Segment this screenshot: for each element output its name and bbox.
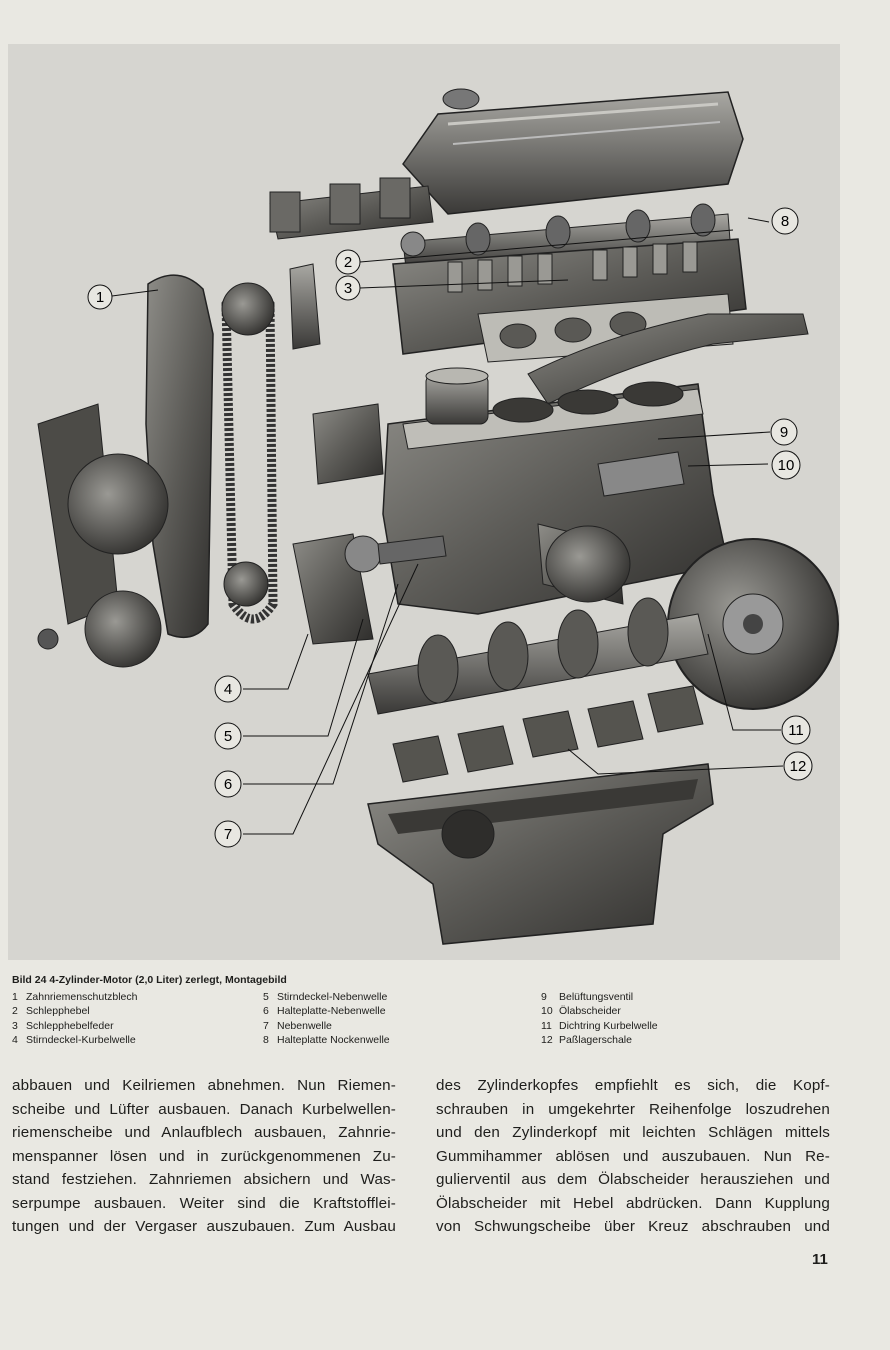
text-line: schrauben in umgekehrter Reihenfolge los… — [436, 1100, 830, 1118]
text-line: und den Zylinderkopf mit leichten Schläg… — [436, 1124, 830, 1141]
body-text-right-column: des Zylinderkopfes empfiehlt es sich, di… — [436, 1074, 830, 1239]
callout-8: 8 — [771, 207, 799, 235]
text-line: Ölabscheider mit Hebel abdrücken. Dann K… — [436, 1194, 830, 1212]
text-line: menspanner lösen und in zurückgenommenen… — [12, 1147, 396, 1165]
svg-text:1: 1 — [96, 289, 104, 306]
camshaft — [400, 203, 731, 269]
figure-label: Bild 24 — [12, 974, 47, 986]
text-line: tungen und der Vergaser auszubauen. Zum … — [12, 1218, 396, 1235]
svg-text:10: 10 — [778, 457, 795, 474]
callout-12: 12 — [783, 751, 813, 781]
cylinder-block — [382, 367, 729, 615]
callout-9: 9 — [770, 418, 798, 446]
callout-6: 6 — [214, 770, 242, 798]
callout-4: 4 — [214, 675, 242, 703]
callout-5: 5 — [214, 722, 242, 750]
valve-cover — [402, 88, 744, 215]
callout-11: 11 — [781, 715, 811, 745]
figure-caption: Bild 24 4-Zylinder-Motor (2,0 Liter) zer… — [12, 973, 832, 987]
intake-manifold — [477, 293, 809, 405]
svg-text:7: 7 — [224, 826, 232, 843]
fan-and-pulleys — [37, 403, 169, 668]
svg-text:9: 9 — [780, 424, 788, 441]
page-number: 11 — [812, 1251, 828, 1268]
callout-7: 7 — [214, 820, 242, 848]
svg-text:3: 3 — [344, 280, 352, 297]
text-line: stand festziehen. Zahnriemen absichern u… — [12, 1171, 396, 1188]
timing-belt — [221, 282, 278, 624]
callout-2: 2 — [335, 249, 361, 275]
svg-text:6: 6 — [224, 776, 232, 793]
oil-filter — [537, 523, 631, 605]
text-line: abbauen und Keilriemen abnehmen. Nun Rie… — [12, 1077, 396, 1094]
front-covers — [292, 533, 447, 645]
thermostat-housing — [289, 263, 384, 485]
engine-exploded-view-illustration: 1 2 3 8 9 10 4 5 6 7 11 12 — [8, 44, 840, 960]
engine-drawing: 1 2 3 8 9 10 4 5 6 7 11 12 — [37, 88, 839, 945]
text-line: Gummihammer ablösen und auszubauen. Nun … — [436, 1147, 830, 1165]
svg-text:4: 4 — [224, 681, 232, 698]
timing-belt-cover — [145, 274, 214, 639]
crankshaft — [367, 597, 709, 715]
manifold-left — [269, 177, 434, 240]
callouts: 1 2 3 8 9 10 4 5 6 7 11 12 — [87, 207, 813, 848]
svg-text:2: 2 — [344, 254, 352, 271]
callout-10: 10 — [771, 450, 801, 480]
text-line: scheibe und Lüfter ausbauen. Danach Kurb… — [12, 1100, 396, 1118]
text-line: gulierventil aus dem Ölabscheider heraus… — [436, 1171, 830, 1188]
svg-text:8: 8 — [781, 213, 789, 230]
text-line: riemenscheibe und Anlaufblech ausbauen, … — [12, 1124, 396, 1141]
text-line: serpumpe ausbauen. Weiter sind die Kraft… — [12, 1194, 396, 1212]
flywheel — [667, 538, 839, 710]
callout-3: 3 — [335, 275, 361, 301]
callout-1: 1 — [87, 284, 113, 310]
body-text-left-column: abbauen und Keilriemen abnehmen. Nun Rie… — [12, 1074, 396, 1239]
figure-title: 4-Zylinder-Motor (2,0 Liter) zerlegt, Mo… — [49, 974, 287, 986]
oil-pan — [367, 763, 714, 945]
svg-text:5: 5 — [224, 728, 232, 745]
svg-text:11: 11 — [788, 722, 804, 739]
bearing-caps — [392, 685, 704, 783]
text-line: des Zylinderkopfes empfiehlt es sich, di… — [436, 1077, 830, 1094]
svg-text:12: 12 — [790, 758, 807, 775]
leader-lines — [111, 217, 784, 835]
text-line: von Schwungscheibe über Kreuz abschraube… — [436, 1218, 830, 1235]
